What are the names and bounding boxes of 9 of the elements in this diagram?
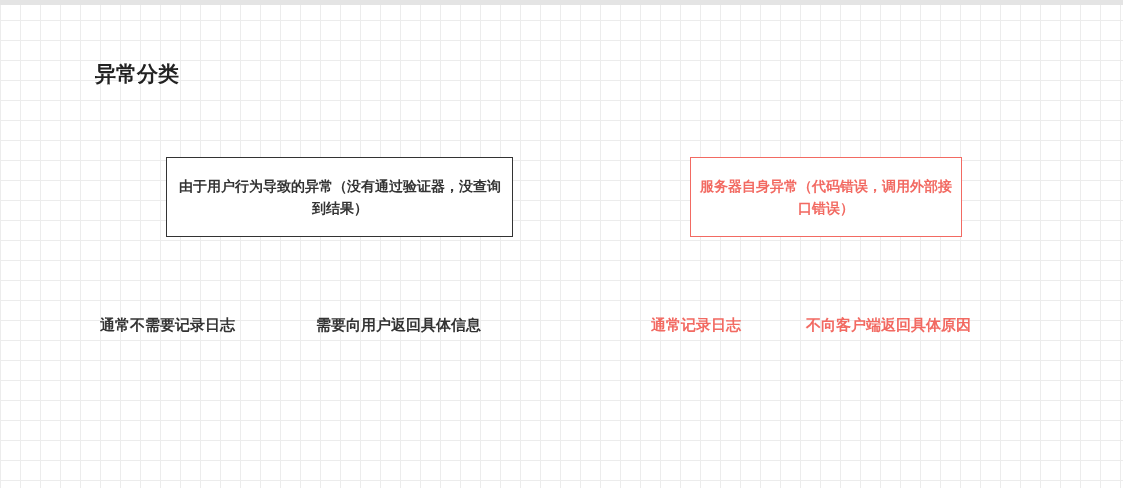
note-text: 需要向用户返回具体信息 <box>316 316 481 335</box>
note-text: 通常不需要记录日志 <box>100 316 235 335</box>
box-text: 服务器自身异常（代码错误，调用外部接口错误） <box>699 176 953 218</box>
diagram-title: 异常分类 <box>95 61 179 88</box>
note-text: 通常记录日志 <box>651 316 741 335</box>
category-box <box>166 157 513 237</box>
category-box <box>690 157 962 237</box>
note-text: 不向客户端返回具体原因 <box>806 316 971 335</box>
box-text: 由于用户行为导致的异常（没有通过验证器，没查询到结果） <box>177 176 502 218</box>
